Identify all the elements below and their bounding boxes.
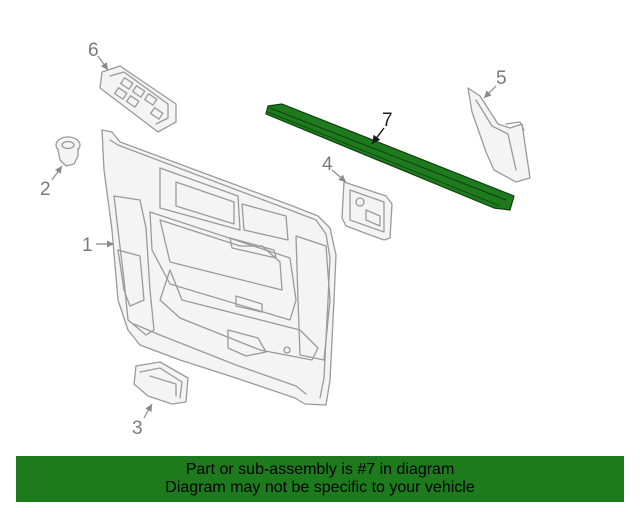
window-switch-bezel — [99, 65, 177, 133]
banner-line-1: Part or sub-assembly is #7 in diagram — [185, 461, 455, 478]
leader-line-5 — [483, 85, 497, 99]
door-trim-panel — [101, 129, 337, 406]
door-pocket-bezel — [133, 361, 189, 405]
callout-2: 2 — [40, 179, 51, 200]
part-info-banner: Part or sub-assembly is #7 in diagram Di… — [16, 456, 624, 502]
callout-5: 5 — [496, 68, 507, 89]
leader-line-4 — [331, 169, 347, 183]
belt-weatherstrip — [265, 103, 515, 211]
leader-line-7 — [371, 127, 385, 145]
callout-7: 7 — [382, 110, 393, 131]
banner-line-2: Diagram may not be specific to your vehi… — [165, 479, 475, 496]
mirror-sail-trim — [467, 87, 531, 183]
push-pin-fastener — [55, 136, 81, 167]
leader-line-6 — [97, 55, 109, 71]
callout-3: 3 — [132, 418, 143, 439]
callout-6: 6 — [88, 40, 99, 61]
leader-line-2 — [51, 165, 63, 181]
leader-line-3 — [143, 403, 153, 419]
callout-1: 1 — [82, 235, 93, 256]
inside-handle-bezel — [341, 181, 393, 241]
callout-4: 4 — [322, 154, 333, 175]
